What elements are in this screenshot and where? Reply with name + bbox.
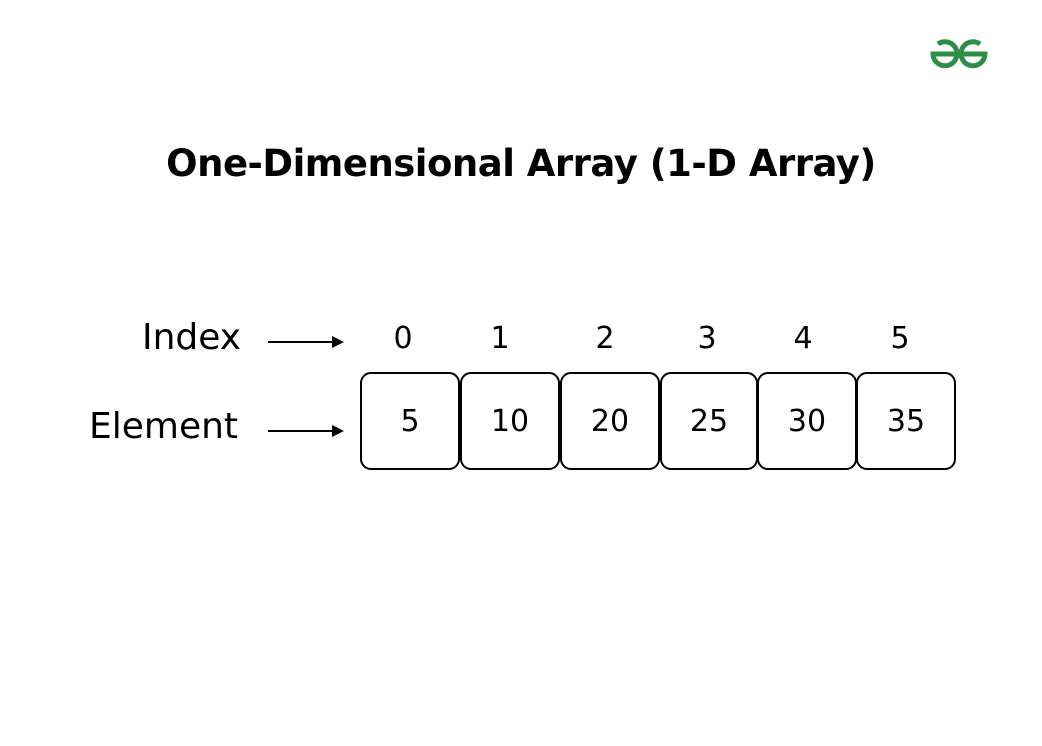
array-cell-value: 30 xyxy=(787,404,827,439)
index-number: 4 xyxy=(793,321,813,356)
index-arrow-icon xyxy=(268,336,344,348)
index-number: 0 xyxy=(393,321,413,356)
array-cell-value: 20 xyxy=(590,404,630,439)
index-number: 3 xyxy=(697,321,717,356)
element-arrow-icon xyxy=(268,425,344,437)
index-number: 2 xyxy=(595,321,615,356)
array-cell-value: 35 xyxy=(886,404,926,439)
index-number: 5 xyxy=(890,321,910,356)
array-cell-value: 10 xyxy=(490,404,530,439)
index-number: 1 xyxy=(490,321,510,356)
page-title: One-Dimensional Array (1-D Array) xyxy=(166,142,876,185)
array-cell: 35 xyxy=(856,372,956,470)
array-cell-value: 25 xyxy=(689,404,729,439)
array-cell: 10 xyxy=(460,372,560,470)
array-cell: 5 xyxy=(360,372,460,470)
geeksforgeeks-logo-icon xyxy=(930,39,988,69)
array-cell: 30 xyxy=(757,372,857,470)
index-row-label: Index xyxy=(142,317,242,358)
array-cell: 25 xyxy=(660,372,758,470)
array-cell: 20 xyxy=(560,372,660,470)
element-row-label: Element xyxy=(89,406,239,447)
array-cell-value: 5 xyxy=(400,404,420,439)
